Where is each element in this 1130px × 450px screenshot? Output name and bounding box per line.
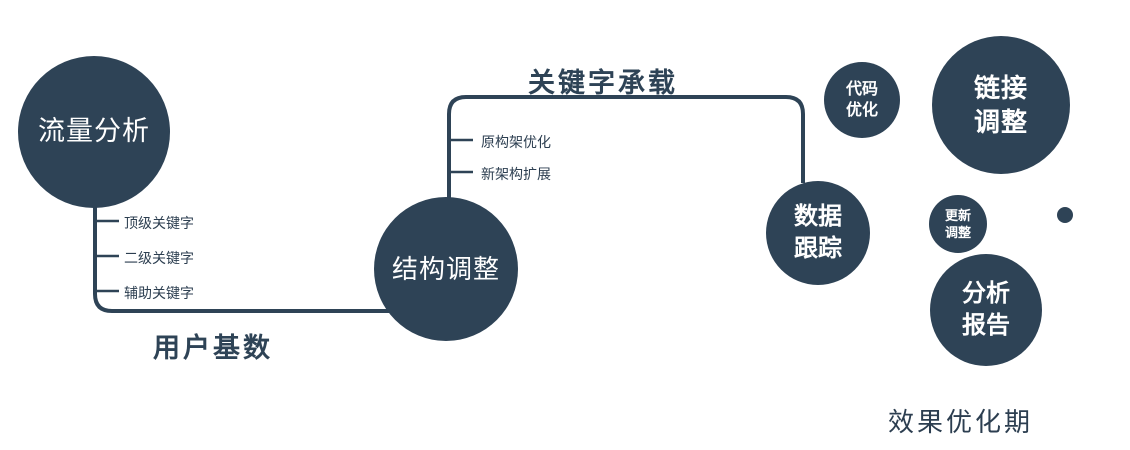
node-analysis-report-line2: 报告 bbox=[962, 312, 1010, 339]
node-update-adjustment: 更新 调整 bbox=[929, 195, 987, 253]
node-analysis-report: 分析 报告 bbox=[930, 254, 1042, 366]
edge-label-keyword-carry: 关键字承载 bbox=[528, 68, 678, 98]
node-traffic-analysis-label: 流量分析 bbox=[38, 116, 150, 147]
branch-label-aux-keyword: 辅助关键字 bbox=[124, 285, 194, 301]
node-code-optimization-line2: 优化 bbox=[845, 102, 878, 119]
branch-label-second-keyword: 二级关键字 bbox=[124, 250, 194, 266]
node-update-adjustment-line2: 调整 bbox=[944, 225, 971, 240]
phase-label-effect-optimization: 效果优化期 bbox=[888, 407, 1034, 437]
node-code-optimization-line1: 代码 bbox=[845, 80, 878, 98]
branch-label-arch-optimize: 原构架优化 bbox=[481, 134, 551, 150]
connector-keyword-carry-path bbox=[447, 95, 805, 198]
node-link-adjustment-line1: 链接 bbox=[973, 72, 1028, 103]
node-data-tracking-line1: 数据 bbox=[794, 203, 842, 231]
branch-label-top-keyword: 顶级关键字 bbox=[124, 215, 194, 231]
node-structure-adjustment: 结构调整 bbox=[374, 197, 518, 341]
node-traffic-analysis: 流量分析 bbox=[18, 56, 170, 208]
node-analysis-report-line1: 分析 bbox=[962, 280, 1010, 308]
branch-label-arch-expand: 新架构扩展 bbox=[481, 166, 551, 182]
node-structure-adjustment-label: 结构调整 bbox=[391, 253, 500, 284]
edge-label-user-base: 用户基数 bbox=[153, 333, 273, 363]
connector-user-base-path bbox=[93, 198, 390, 313]
node-link-adjustment-line2: 调整 bbox=[973, 107, 1028, 137]
node-code-optimization: 代码 优化 bbox=[824, 62, 900, 138]
node-link-adjustment: 链接 调整 bbox=[932, 36, 1070, 174]
node-data-tracking: 数据 跟踪 bbox=[766, 181, 870, 285]
node-data-tracking-line2: 跟踪 bbox=[794, 235, 842, 262]
node-small-dot bbox=[1057, 207, 1073, 223]
node-update-adjustment-line1: 更新 bbox=[944, 207, 971, 223]
